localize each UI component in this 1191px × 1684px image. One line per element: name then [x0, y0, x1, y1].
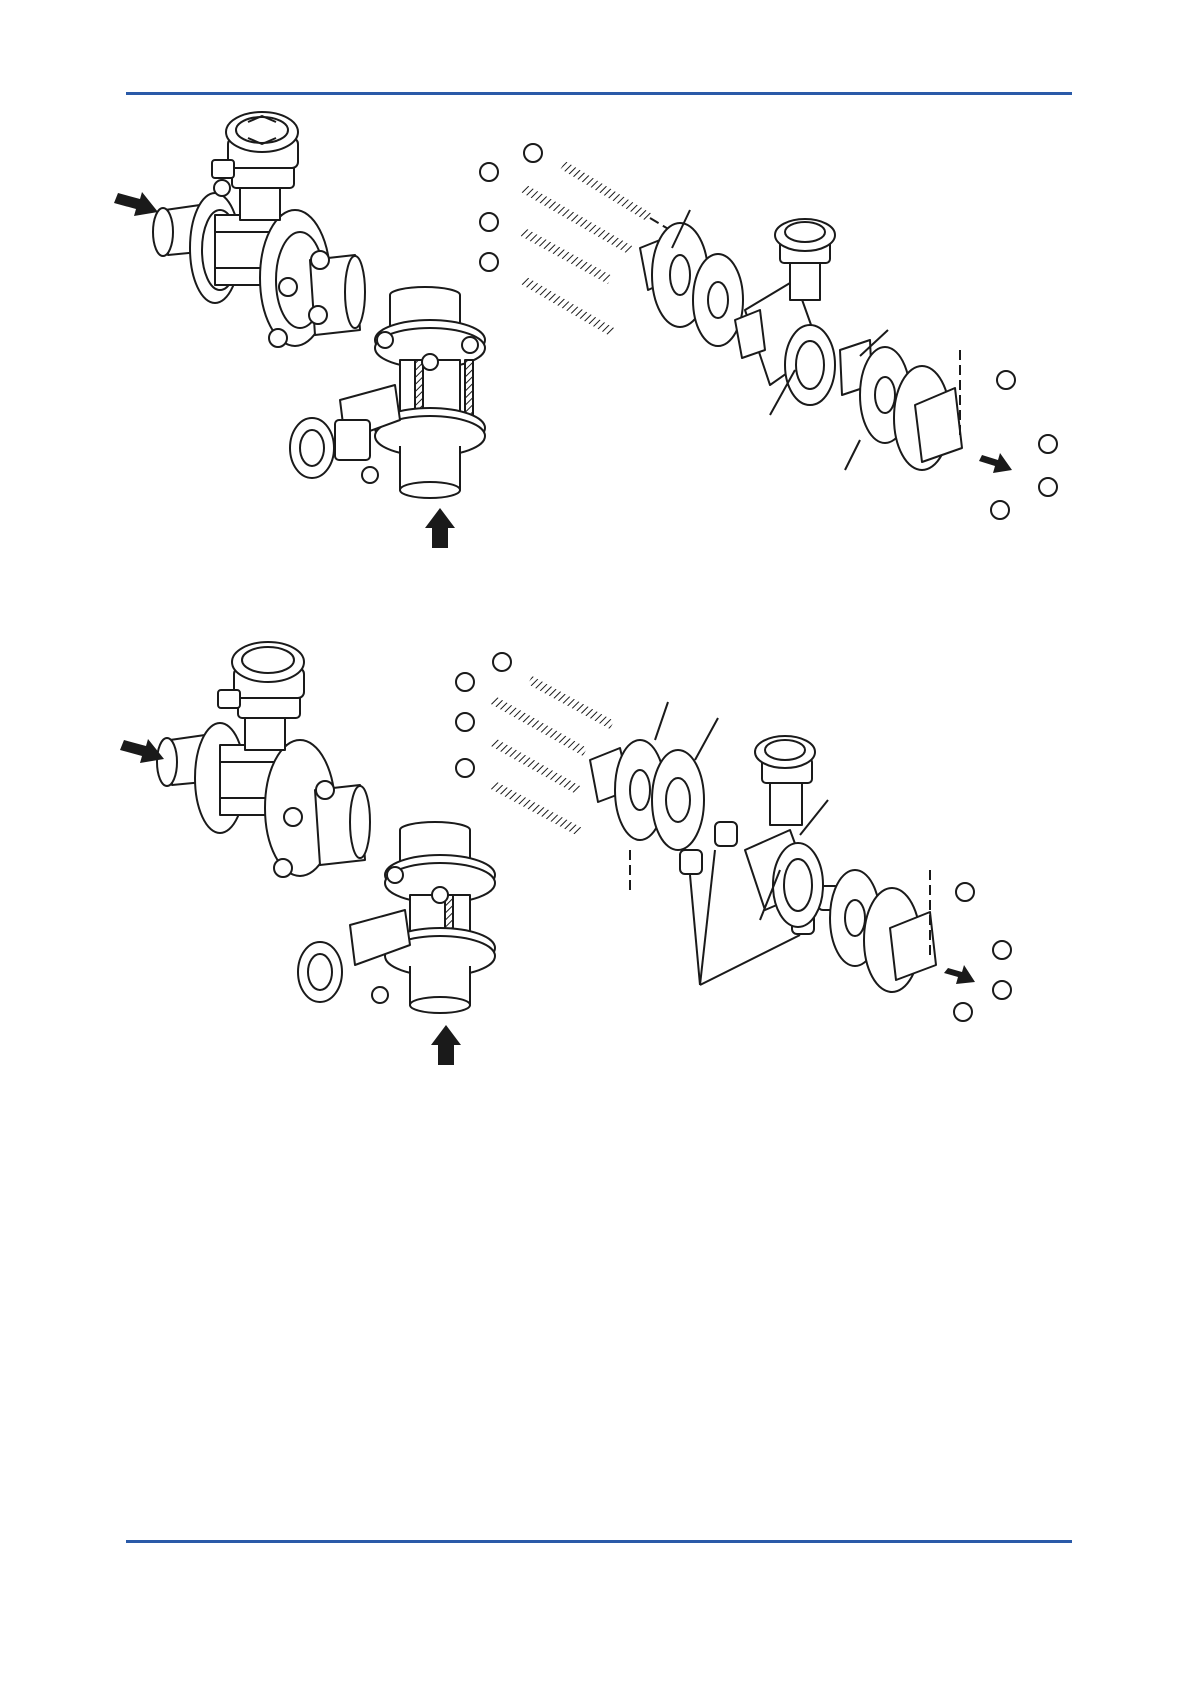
figure-1 [114, 112, 1057, 548]
horizontal-flow-arrow [114, 192, 158, 216]
outlet-flow-arrow-2 [944, 965, 975, 984]
horizontal-installed-meter [153, 112, 365, 347]
figure-2 [120, 642, 1011, 1065]
horizontal-installed-meter-2 [157, 642, 370, 877]
outlet-flow-arrow [979, 453, 1012, 473]
exploded-assembly-2 [456, 653, 1011, 1021]
vertical-flow-arrow [425, 508, 455, 548]
exploded-assembly-1 [480, 144, 1057, 519]
horizontal-flow-arrow-2 [120, 739, 164, 763]
vertical-flow-arrow-2 [431, 1025, 461, 1065]
